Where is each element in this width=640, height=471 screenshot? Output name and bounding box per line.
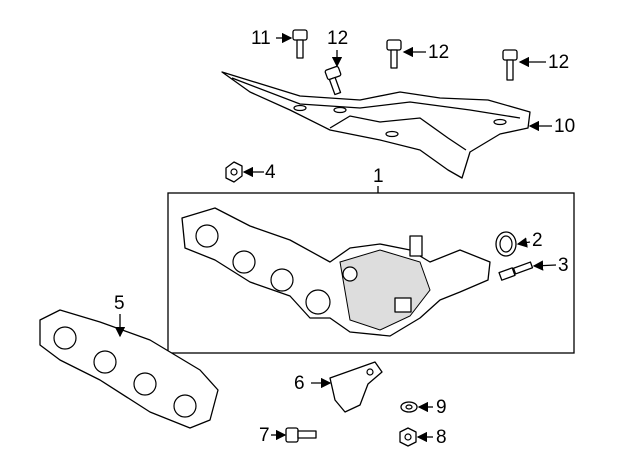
callout-10: 10 bbox=[554, 116, 576, 137]
callout-3: 3 bbox=[558, 255, 569, 276]
bolt-12b bbox=[386, 39, 402, 69]
callout-12: 12 bbox=[327, 28, 349, 49]
callout-6: 6 bbox=[294, 373, 305, 394]
assembly-1-box bbox=[167, 192, 575, 354]
callout-leaders bbox=[114, 32, 557, 443]
support-bracket-6 bbox=[329, 361, 383, 413]
bolt-12c bbox=[502, 49, 518, 81]
callout-5: 5 bbox=[114, 293, 125, 314]
callout-8: 8 bbox=[436, 427, 447, 448]
callout-12: 12 bbox=[548, 52, 570, 73]
manifold-gasket-5 bbox=[39, 309, 219, 429]
callout-7: 7 bbox=[259, 425, 270, 446]
exhaust-manifold bbox=[181, 207, 491, 337]
callout-9: 9 bbox=[436, 397, 447, 418]
callout-11: 11 bbox=[251, 28, 271, 49]
bolt-11 bbox=[292, 29, 308, 59]
callout-4: 4 bbox=[265, 162, 276, 183]
callout-1: 1 bbox=[373, 166, 384, 187]
callout-2: 2 bbox=[532, 230, 543, 251]
bolt-7 bbox=[285, 427, 317, 443]
heat-shield bbox=[221, 71, 531, 179]
callout-12: 12 bbox=[428, 42, 450, 63]
oxygen-sensor-3 bbox=[498, 261, 534, 281]
bolt-12a bbox=[324, 65, 342, 96]
